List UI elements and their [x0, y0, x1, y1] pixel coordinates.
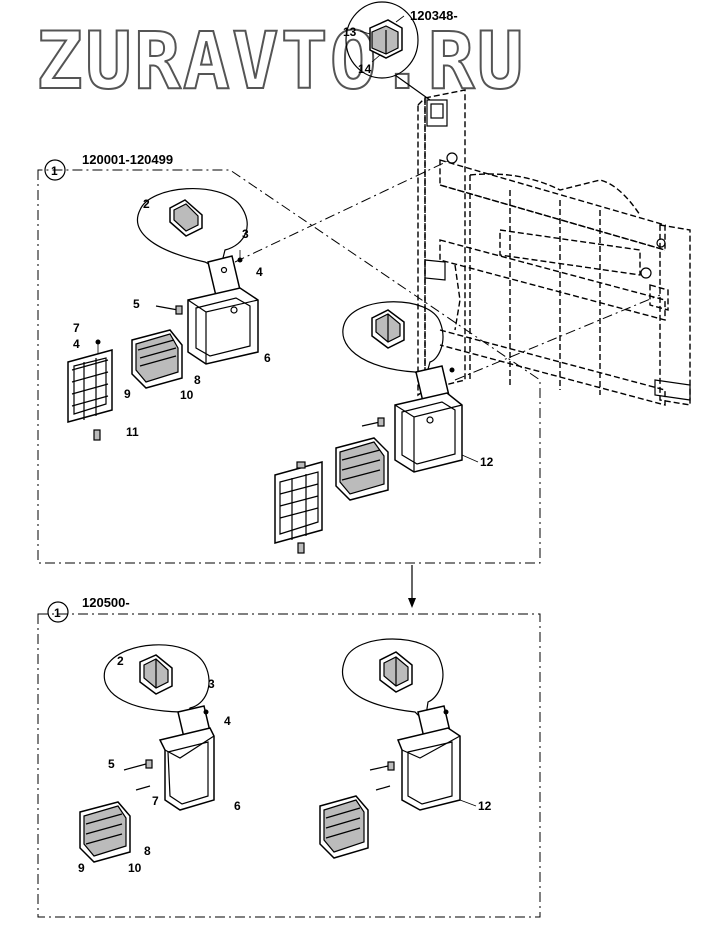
group-b-right-lamp-assembly	[319, 638, 461, 859]
svg-text:1: 1	[54, 606, 61, 620]
group-a-serial: 120001-120499	[82, 152, 173, 167]
callout-b-2: 2	[117, 654, 124, 668]
callout-b-4: 4	[224, 714, 231, 728]
callout-b-10: 10	[128, 861, 142, 875]
callout-13: 13	[343, 25, 357, 39]
callout-a-7: 7	[73, 321, 80, 335]
group-a-left-lamp-assembly	[67, 188, 259, 441]
callout-a-2: 2	[143, 197, 150, 211]
callout-a-11: 11	[126, 425, 139, 439]
group-b-serial: 120500-	[82, 595, 130, 610]
callout-a-10: 10	[180, 388, 194, 402]
callout-a-6: 6	[264, 351, 271, 365]
callout-b-8: 8	[144, 844, 151, 858]
callout-a-4: 4	[256, 265, 263, 279]
group-b-left-lamp-assembly	[79, 644, 215, 863]
callout-a-4b: 4	[73, 337, 80, 351]
callout-b-5: 5	[108, 757, 115, 771]
callout-a-8: 8	[194, 373, 201, 387]
callout-a-9: 9	[124, 387, 131, 401]
group-a-marker: 1	[44, 159, 66, 181]
group-b-marker: 1	[47, 601, 69, 623]
callout-a-12: 12	[480, 455, 494, 469]
svg-text:1: 1	[51, 164, 58, 178]
callout-b-12: 12	[478, 799, 492, 813]
detail-bubble-120348	[345, 1, 431, 101]
callout-b-9: 9	[78, 861, 85, 875]
callout-b-7: 7	[152, 794, 159, 808]
group-a-outline	[37, 169, 541, 564]
callout-a-3: 3	[242, 227, 249, 241]
detail-header-120348: 120348-	[410, 8, 458, 23]
group-b-outline	[37, 613, 541, 918]
callout-14: 14	[358, 62, 372, 76]
watermark-text: ZURAVTO.RU	[36, 17, 526, 107]
mast-frame-drawing	[417, 89, 691, 406]
callout-a-5: 5	[133, 297, 140, 311]
callout-b-3: 3	[208, 677, 215, 691]
callout-b-6: 6	[234, 799, 241, 813]
group-a-right-lamp-assembly	[274, 301, 463, 554]
